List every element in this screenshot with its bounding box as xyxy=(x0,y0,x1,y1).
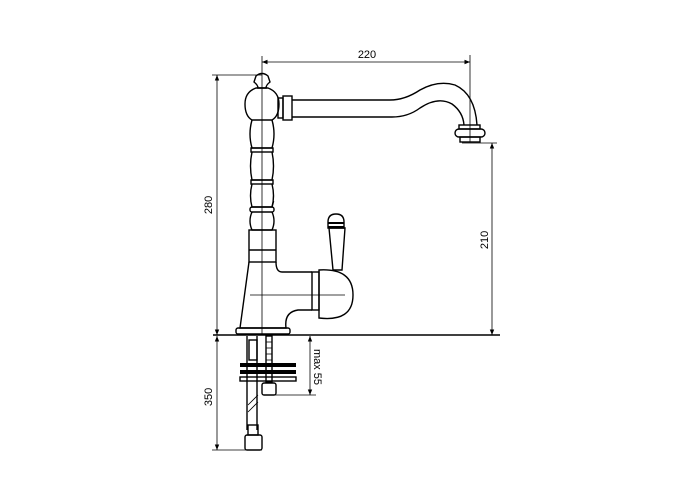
dimension-label-350: 350 xyxy=(203,388,215,406)
dimension-max-55: max 55 xyxy=(272,336,323,396)
dimension-220: 220 xyxy=(262,49,471,142)
dimension-label-220: 220 xyxy=(358,49,376,61)
faucet-body xyxy=(235,72,486,335)
dimension-350: 350 xyxy=(203,336,262,451)
dimension-label-max-55: max 55 xyxy=(311,349,323,385)
dimension-280: 280 xyxy=(203,74,262,335)
dimension-210: 210 xyxy=(462,142,497,335)
dimension-label-210: 210 xyxy=(479,231,491,249)
dimension-label-280: 280 xyxy=(203,196,215,214)
mounting-hardware xyxy=(239,335,297,451)
